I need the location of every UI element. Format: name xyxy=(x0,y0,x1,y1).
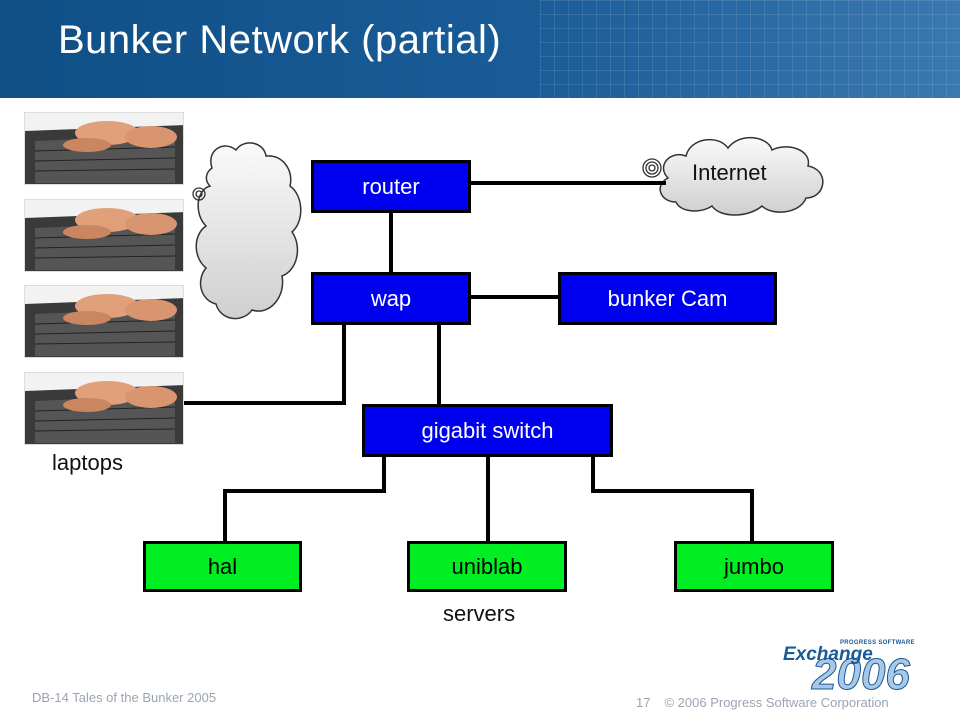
laptops-label: laptops xyxy=(52,450,123,475)
hal-server-node: hal xyxy=(143,541,302,592)
laptop-icon xyxy=(24,372,184,445)
internet-wireless-icon xyxy=(642,158,662,178)
wire-switch-uniblab xyxy=(486,455,490,544)
wap-node: wap xyxy=(311,272,471,325)
wire-switch-hal-horizontal xyxy=(223,489,386,493)
wire-wap-laptops-vertical xyxy=(342,323,346,405)
laptop-icon xyxy=(24,199,184,272)
wire-switch-hal-vertical xyxy=(223,489,227,544)
internet-label: Internet xyxy=(692,160,767,185)
bunker-cam-node: bunker Cam xyxy=(558,272,777,325)
laptop-icon xyxy=(24,112,184,185)
logo-progress-software-text: PROGRESS SOFTWARE xyxy=(840,640,915,646)
laptop-keyboard-icon xyxy=(25,373,183,444)
servers-label: servers xyxy=(443,601,516,626)
wire-router-wap xyxy=(389,212,393,274)
wire-router-internet xyxy=(468,181,666,185)
wire-switch-jumbo-vertical xyxy=(750,489,754,544)
jumbo-server-node: jumbo xyxy=(674,541,834,592)
laptop-icon xyxy=(24,285,184,358)
laptop-keyboard-icon xyxy=(25,286,183,357)
header-grid-pattern xyxy=(540,0,960,98)
wireless-cloud-icon xyxy=(195,142,302,320)
footer-right: 17 © 2006 Progress Software Corporation xyxy=(636,695,889,710)
laptop-keyboard-icon xyxy=(25,200,183,271)
uniblab-server-node: uniblab xyxy=(407,541,567,592)
laptop-keyboard-icon xyxy=(25,113,183,184)
slide-title: Bunker Network (partial) xyxy=(58,18,502,62)
wire-wap-switch xyxy=(437,323,441,407)
wire-switch-jumbo-horizontal xyxy=(591,489,754,493)
logo-year: 2006 xyxy=(812,650,911,700)
footer-session-title: DB-14 Tales of the Bunker 2005 xyxy=(32,690,217,705)
router-node: router xyxy=(311,160,471,213)
wap-wireless-icon xyxy=(192,187,206,201)
logo-exchange-text: Exchange xyxy=(783,644,873,665)
wire-switch-hal-down xyxy=(382,455,386,493)
page-number: 17 xyxy=(636,695,651,710)
slide-header: Bunker Network (partial) xyxy=(0,0,960,98)
copyright-text: © 2006 Progress Software Corporation xyxy=(664,695,889,710)
wire-wap-bunker-cam xyxy=(468,295,562,299)
gigabit-switch-node: gigabit switch xyxy=(362,404,613,457)
wire-wap-laptops-horizontal xyxy=(184,401,346,405)
wire-switch-jumbo-down xyxy=(591,455,595,493)
